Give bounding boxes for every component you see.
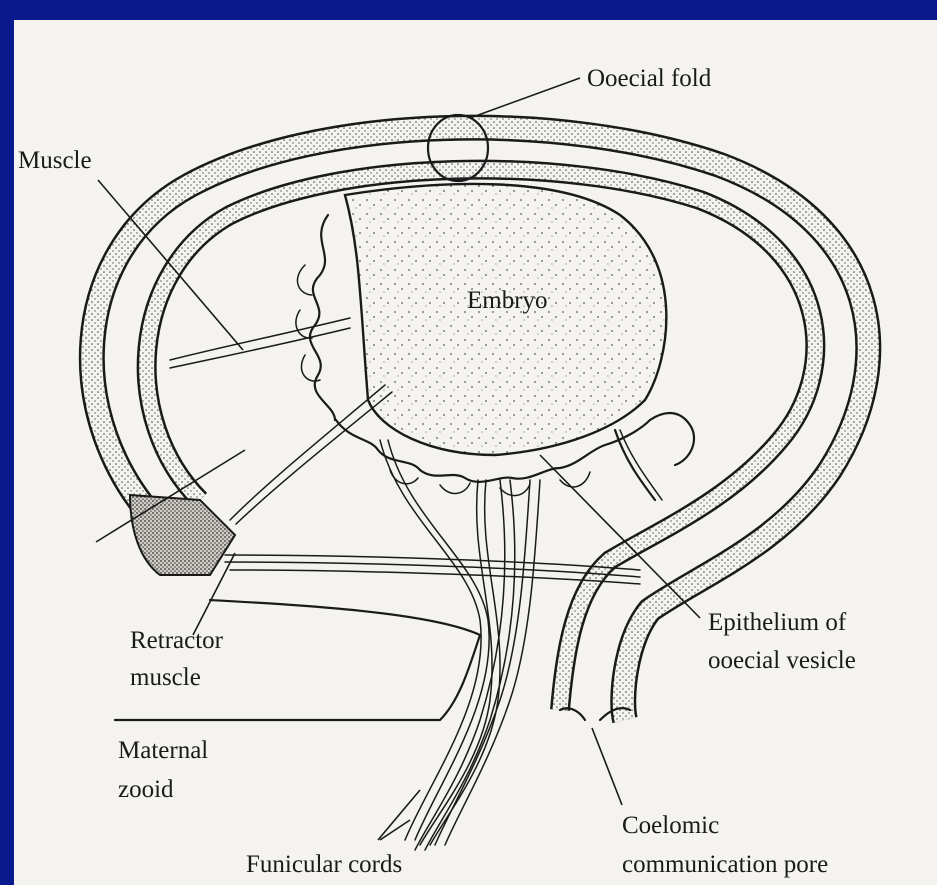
label-coelomic-line2: communication pore	[622, 851, 828, 878]
maternal-zooid-outline	[115, 600, 480, 720]
zooid-wall-block	[130, 495, 235, 575]
label-muscle: Muscle	[18, 147, 92, 174]
label-retractor-line1: Retractor	[130, 627, 224, 654]
label-funicular-cords: Funicular cords	[246, 851, 402, 878]
label-embryo: Embryo	[467, 287, 548, 314]
label-coelomic-line1: Coelomic	[622, 812, 719, 839]
label-ooecial-fold: Ooecial fold	[587, 65, 712, 92]
label-epithelium-line1: Epithelium of	[708, 609, 847, 636]
label-maternal-line1: Maternal	[118, 737, 208, 764]
funicular-cords	[380, 440, 540, 850]
label-epithelium-line2: ooecial vesicle	[708, 647, 856, 674]
label-maternal-line2: zooid	[118, 776, 174, 803]
embryo	[345, 184, 666, 455]
label-retractor-line2: muscle	[130, 664, 201, 691]
